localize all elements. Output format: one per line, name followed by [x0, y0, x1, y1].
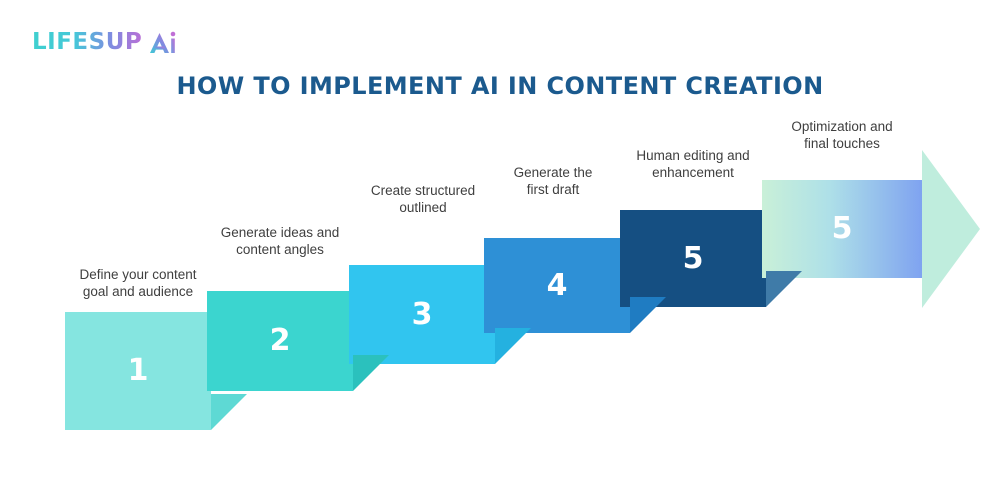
step-6-block [762, 180, 922, 278]
step-6[interactable]: 5 [762, 150, 980, 308]
step-1-shadow [211, 394, 247, 430]
brand-logo: LIFESUP [32, 28, 179, 56]
step-5-block [620, 210, 766, 307]
step-4-label: Generate the first draft [513, 165, 593, 197]
step-3-block [349, 265, 495, 364]
step-4[interactable]: 4 [484, 238, 666, 333]
step-4-block [484, 238, 630, 333]
step-6-label: Optimization and final touches [791, 119, 893, 151]
ai-mark-icon [149, 30, 179, 55]
step-2-block [207, 291, 353, 391]
step-1-label: Define your content goal and audience [79, 267, 197, 299]
page-title: HOW TO IMPLEMENT AI IN CONTENT CREATION [176, 72, 824, 100]
step-1[interactable]: 1 [65, 312, 247, 430]
step-3-shadow [495, 328, 531, 364]
step-5-label: Human editing and enhancement [636, 148, 750, 180]
step-3[interactable]: 3 [349, 265, 531, 364]
step-3-label: Create structured outlined [370, 183, 476, 215]
brand-wordmark: LIFESUP [32, 28, 143, 55]
step-1-block [65, 312, 211, 430]
step-2[interactable]: 2 [207, 291, 389, 391]
step-2-label: Generate ideas and content angles [220, 225, 340, 257]
step-6-arrowhead-icon [922, 150, 980, 308]
step-5[interactable]: 5 [620, 210, 802, 307]
